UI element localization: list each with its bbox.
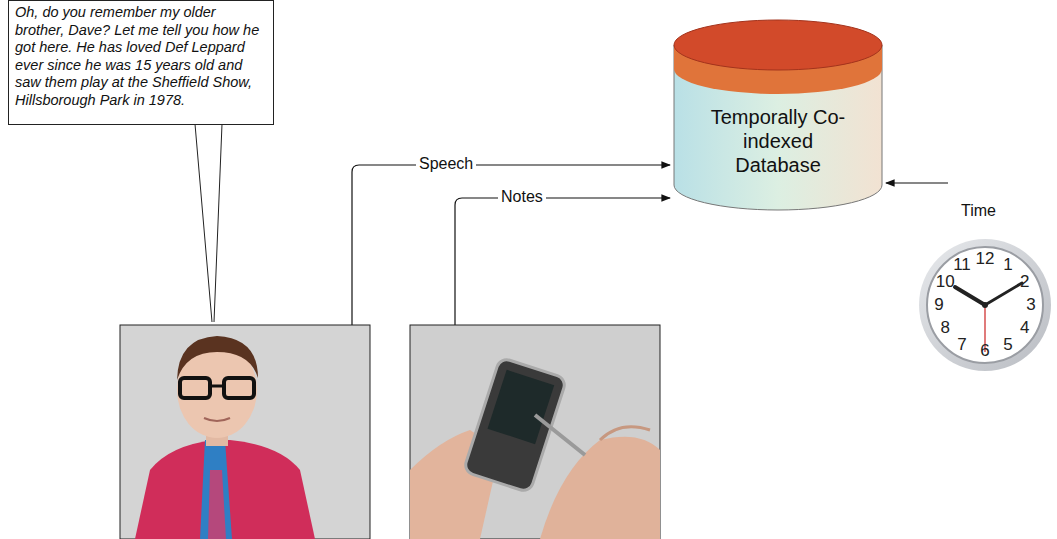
speech-bubble: Oh, do you remember my older brother, Da… [8,0,274,125]
clock-number: 9 [934,295,943,315]
arrow-label: Notes [498,188,546,206]
speech-text: Oh, do you remember my older brother, Da… [15,4,267,110]
leader-line [195,124,212,322]
arrow-label: Speech [416,155,476,173]
clock-number: 4 [1020,318,1029,338]
clock-number: 7 [957,335,966,355]
leader-line [214,124,222,322]
notes-arrow [455,198,670,326]
clock-number: 11 [953,255,971,275]
clock-number: 3 [1026,295,1035,315]
person-photo [120,325,370,539]
clock-number: 1 [1003,255,1012,275]
database-cylinder: Temporally Co-indexed Database [672,17,884,212]
clock [919,239,1051,371]
pda-photo [410,325,660,539]
clock-number: 8 [940,318,949,338]
speech-arrow [352,165,670,326]
clock-number: 6 [980,341,989,361]
axis-label: Time [958,202,999,220]
database-label: Temporally Co-indexed Database [702,105,854,177]
time-arrow [886,182,948,183]
clock-number: 12 [976,249,995,269]
clock-number: 2 [1020,272,1029,292]
clock-number: 10 [936,272,955,292]
clock-number: 5 [1003,335,1012,355]
